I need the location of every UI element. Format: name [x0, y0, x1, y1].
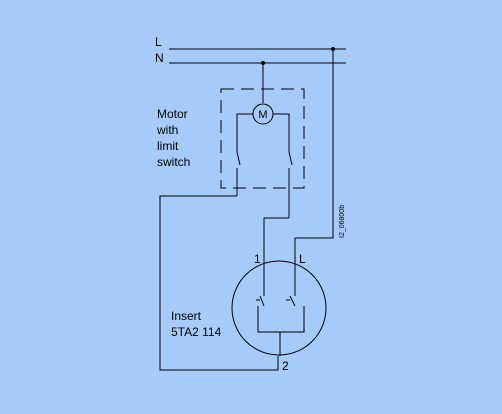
insert-device — [231, 260, 327, 356]
motor-caption-line-2: with — [156, 123, 178, 137]
terminal-1-label: 1 — [254, 252, 261, 266]
limit-switch-left — [236, 151, 241, 166]
motor-caption-line-3: limit — [157, 139, 179, 153]
insert-switch-l — [289, 295, 296, 307]
insert-caption-line-1: Insert — [171, 309, 202, 323]
wire-motor-to-terminal-1 — [263, 217, 289, 262]
motor-caption-line-4: switch — [157, 155, 190, 169]
wire-phase-drop — [294, 49, 334, 262]
motor-symbol-label: M — [258, 109, 267, 121]
limit-switch-right — [288, 151, 293, 166]
terminal-2-label: 2 — [282, 359, 289, 373]
wire-motor-to-terminal-2 — [159, 195, 279, 371]
motor-enclosure — [220, 88, 305, 189]
motor-caption-line-1: Motor — [157, 107, 188, 121]
rail-l-label: L — [155, 35, 162, 49]
motor-wire-left — [236, 113, 253, 152]
motor-wire-right — [273, 113, 290, 152]
insert-switch-1 — [259, 295, 265, 307]
terminal-l-label: L — [299, 252, 306, 266]
drawing-code: I2_06800b — [339, 205, 346, 238]
insert-caption-line-2: 5TA2 114 — [171, 325, 222, 339]
rail-n-label: N — [155, 51, 164, 65]
insert-bridge — [257, 306, 305, 333]
